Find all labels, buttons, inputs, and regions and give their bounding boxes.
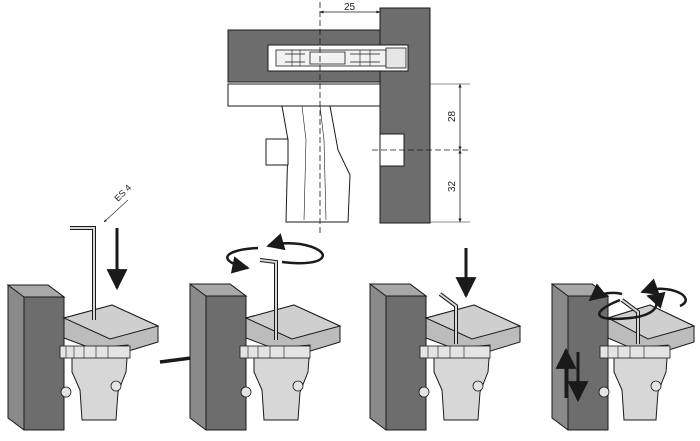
- step-1: ES 4: [6, 183, 160, 431]
- height-adjust-arrows-icon: [555, 347, 589, 403]
- dimension-25: 25: [319, 2, 381, 14]
- step-2: [188, 233, 342, 431]
- section-view: 25 28 32: [227, 2, 470, 236]
- rotate-arrow-icon: [226, 233, 324, 274]
- fitting-body-section: [281, 105, 351, 223]
- dimension-32-label: 32: [447, 180, 458, 192]
- connector-housing: [267, 44, 409, 72]
- hex-key-icon: [70, 226, 96, 320]
- step-3: [368, 248, 522, 431]
- shelf-section: [227, 83, 381, 107]
- side-panel-section: [379, 7, 431, 224]
- dimension-28-label: 28: [447, 110, 458, 122]
- step-4: [550, 278, 696, 431]
- side-pin-left: [265, 138, 289, 166]
- dimension-25-label: 25: [344, 2, 356, 13]
- rotate-arrow-icon: [588, 278, 687, 321]
- tool-label: ES 4: [112, 183, 133, 204]
